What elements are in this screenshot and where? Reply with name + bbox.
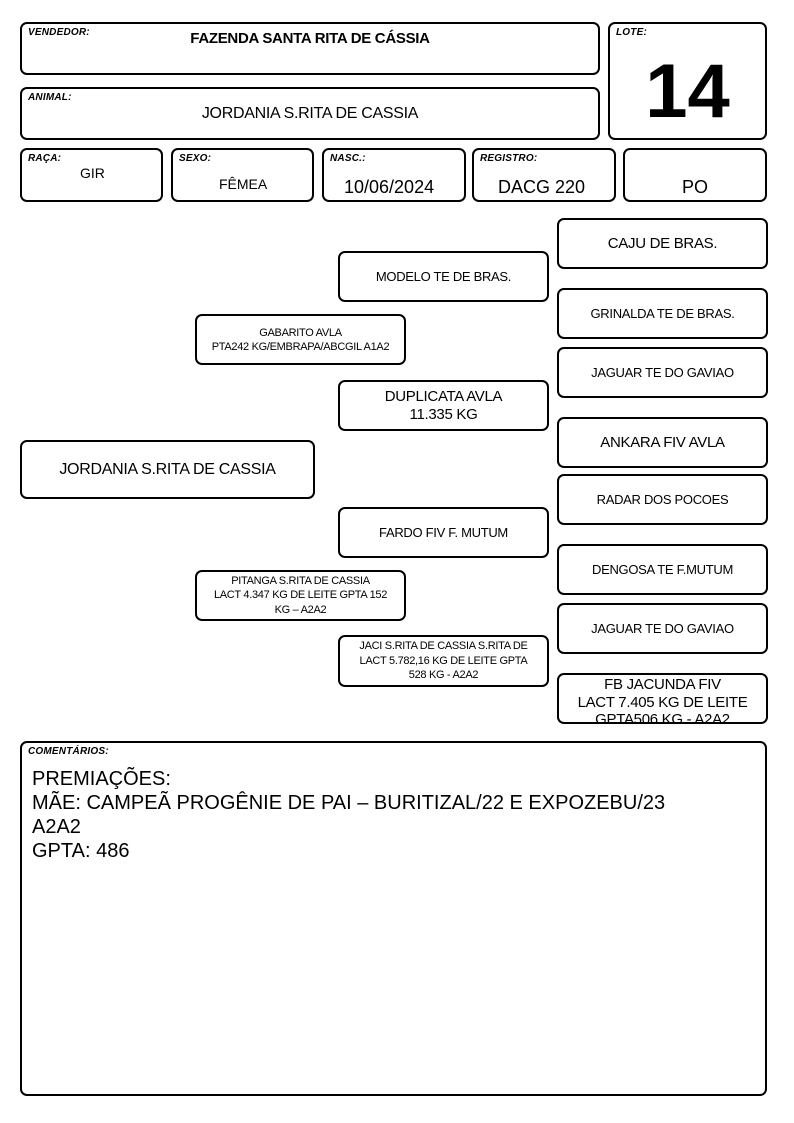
pedigree-dam-line3: KG – A2A2 [274, 603, 327, 616]
pedigree-ggp-2: GRINALDA TE DE BRAS. [557, 288, 768, 339]
animal-label: ANIMAL: [28, 92, 72, 103]
pedigree-sire: GABARITO AVLA PTA242 KG/EMBRAPA/ABCGIL A… [195, 314, 406, 365]
pedigree-ggp-1: CAJU DE BRAS. [557, 218, 768, 269]
pedigree-ggp-4-name: ANKARA FIV AVLA [600, 434, 725, 451]
pedigree-dam: PITANGA S.RITA DE CASSIA LACT 4.347 KG D… [195, 570, 406, 621]
pedigree-ggp-7: JAGUAR TE DO GAVIAO [557, 603, 768, 654]
pedigree-ggp-3-name: JAGUAR TE DO GAVIAO [591, 365, 734, 380]
registro-label: REGISTRO: [480, 153, 538, 164]
pedigree-ggp-6-name: DENGOSA TE F.MUTUM [592, 562, 733, 577]
nasc-value: 10/06/2024 [344, 177, 435, 197]
pedigree-ggp-8-line1: FB JACUNDA FIV [604, 676, 721, 693]
pedigree-ggp-3: JAGUAR TE DO GAVIAO [557, 347, 768, 398]
pedigree-ggp-8-line2: LACT 7.405 KG DE LEITE [577, 693, 748, 711]
categoria-value: PO [681, 177, 708, 197]
vendedor-box: VENDEDOR: FAZENDA SANTA RITA DE CÁSSIA [20, 22, 600, 75]
vendedor-value: FAZENDA SANTA RITA DE CÁSSIA [190, 30, 430, 47]
pedigree-ggp-8: FB JACUNDA FIV LACT 7.405 KG DE LEITE GP… [557, 673, 768, 724]
comments-line-1: PREMIAÇÕES: [32, 768, 171, 790]
pedigree-sire-line2: PTA242 KG/EMBRAPA/ABCGIL A1A2 [211, 340, 390, 353]
comments-box: COMENTÁRIOS: PREMIAÇÕES: MÃE: CAMPEÃ PRO… [20, 741, 767, 1096]
comments-line-3: A2A2 [32, 816, 81, 838]
lote-value: 14 [645, 49, 730, 134]
animal-box: ANIMAL: JORDANIA S.RITA DE CASSIA [20, 87, 600, 140]
sexo-value: FÊMEA [219, 176, 268, 192]
pedigree-ggp-6: DENGOSA TE F.MUTUM [557, 544, 768, 595]
comments-label: COMENTÁRIOS: [28, 746, 109, 757]
nasc-label: NASC.: [330, 153, 366, 164]
raca-label: RAÇA: [28, 153, 62, 164]
pedigree-ggp-5: RADAR DOS POCOES [557, 474, 768, 525]
categoria-box: PO [623, 148, 767, 202]
animal-value: JORDANIA S.RITA DE CASSIA [201, 105, 419, 122]
sexo-label: SEXO: [179, 153, 212, 164]
pedigree-dam-sire: FARDO FIV F. MUTUM [338, 507, 549, 558]
pedigree-dam-dam-line2: LACT 5.782,16 KG DE LEITE GPTA [359, 654, 528, 667]
comments-line-2: MÃE: CAMPEÃ PROGÊNIE DE PAI – BURITIZAL/… [32, 792, 666, 814]
pedigree-ggp-2-name: GRINALDA TE DE BRAS. [590, 306, 735, 321]
pedigree-animal: JORDANIA S.RITA DE CASSIA [20, 440, 315, 499]
nasc-box: NASC.: 10/06/2024 [322, 148, 466, 202]
pedigree-dam-dam-line1: JACI S.RITA DE CASSIA S.RITA DE [359, 640, 528, 653]
raca-box: RAÇA: GIR [20, 148, 163, 202]
pedigree-animal-name: JORDANIA S.RITA DE CASSIA [59, 460, 276, 478]
pedigree-sire-line1: GABARITO AVLA [259, 326, 342, 339]
pedigree-ggp-1-name: CAJU DE BRAS. [607, 235, 718, 252]
comments-line-4: GPTA: 486 [32, 840, 130, 862]
lote-box: LOTE: 14 [608, 22, 767, 140]
pedigree-ggp-7-name: JAGUAR TE DO GAVIAO [591, 621, 734, 636]
pedigree-dam-sire-name: FARDO FIV F. MUTUM [379, 525, 508, 540]
sexo-box: SEXO: FÊMEA [171, 148, 314, 202]
pedigree-dam-line2: LACT 4.347 KG DE LEITE GPTA 152 [213, 589, 388, 602]
pedigree-dam-dam-line3: 528 KG - A2A2 [408, 669, 479, 682]
registro-value: DACG 220 [498, 177, 586, 197]
comments-body: PREMIAÇÕES: MÃE: CAMPEÃ PROGÊNIE DE PAI … [32, 767, 665, 863]
pedigree-dam-dam: JACI S.RITA DE CASSIA S.RITA DE LACT 5.7… [338, 635, 549, 687]
lote-label: LOTE: [616, 27, 647, 38]
registro-box: REGISTRO: DACG 220 [472, 148, 616, 202]
pedigree-ggp-8-line3: GPTA506 KG - A2A2 [595, 711, 730, 724]
pedigree-sire-dam-line2: 11.335 KG [409, 405, 478, 423]
raca-value: GIR [80, 165, 105, 181]
pedigree-dam-line1: PITANGA S.RITA DE CASSIA [231, 574, 370, 587]
vendedor-label: VENDEDOR: [28, 27, 90, 38]
pedigree-sire-sire: MODELO TE DE BRAS. [338, 251, 549, 302]
pedigree-ggp-4: ANKARA FIV AVLA [557, 417, 768, 468]
pedigree-sire-sire-name: MODELO TE DE BRAS. [375, 269, 512, 284]
pedigree-sire-dam: DUPLICATA AVLA 11.335 KG [338, 380, 549, 431]
pedigree-sire-dam-line1: DUPLICATA AVLA [384, 387, 503, 405]
pedigree-ggp-5-name: RADAR DOS POCOES [596, 492, 729, 507]
